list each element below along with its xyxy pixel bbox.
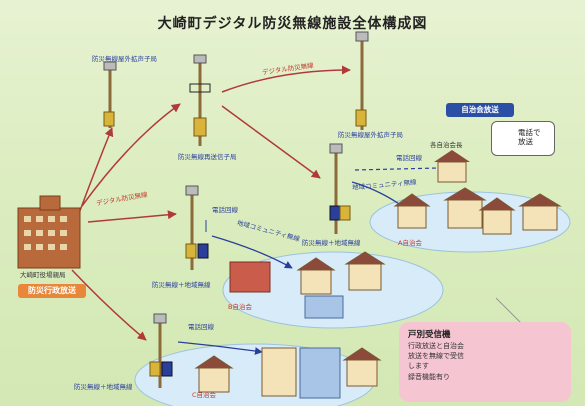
arrow-relay-to-speaker-right <box>221 65 351 93</box>
tower-combo-top <box>329 143 351 234</box>
arrow-relay-to-top-station <box>221 105 321 179</box>
receiver-line-2: 放送を無線で受信 <box>408 352 464 360</box>
tower-speaker-left <box>103 61 117 128</box>
receiver-line-3: します <box>408 362 429 370</box>
tower-combo-mid <box>185 185 209 270</box>
label-assoc-a: A自治会 <box>398 239 422 247</box>
label-combo-station-mid: 防災無線＋地域無線 <box>152 281 211 289</box>
jichi-broadcast-badge: 自治会放送 <box>446 103 514 117</box>
label-phone-broadcast: 電話で 放送 <box>518 128 541 147</box>
label-outdoor-speaker-left: 防災無線屋外拡声子局 <box>92 55 157 63</box>
arrow-to-relay <box>81 103 181 207</box>
receiver-heading: 戸別受信機 <box>408 330 451 340</box>
arrow-community-c <box>177 341 263 355</box>
label-phone-line-bottom: 電話回線 <box>188 323 214 331</box>
arrow-to-mid-station <box>87 210 177 223</box>
assoc-b-ground <box>222 251 444 329</box>
houses-c <box>194 347 382 399</box>
label-town-office: 大崎町役場親局 <box>20 271 66 279</box>
phone-broadcast-callout <box>491 121 555 156</box>
arrow-to-bottom-station <box>71 269 147 341</box>
diagram-title: 大崎町デジタル防災無線施設全体構成図 <box>157 16 428 32</box>
label-combo-station-bottom: 防災無線＋地域無線 <box>74 383 133 391</box>
admin-broadcast-badge: 防災行政放送 <box>18 284 86 298</box>
tower-speaker-right <box>355 31 369 130</box>
label-chief: 各自治会長 <box>430 141 463 149</box>
houses-a <box>393 187 562 235</box>
receiver-line-4: 録音機能有り <box>408 373 450 381</box>
tower-combo-bottom <box>149 313 173 388</box>
chief-house <box>434 150 470 183</box>
arrow-to-speaker-left <box>77 127 114 217</box>
label-outdoor-speaker-right: 防災無線屋外拡声子局 <box>338 131 403 139</box>
label-assoc-c: C自治会 <box>192 391 217 399</box>
houses-b <box>229 251 386 319</box>
label-phone-line-top: 電話回線 <box>396 154 422 162</box>
receiver-info-box <box>399 322 571 402</box>
arrow-community-b <box>211 235 293 269</box>
label-phone-line-mid: 電話回線 <box>212 206 238 214</box>
label-assoc-b: B自治会 <box>228 303 252 311</box>
label-combo-station-top: 防災無線＋地域無線 <box>302 239 361 247</box>
tower-relay <box>189 54 211 146</box>
town-office-building <box>17 195 81 269</box>
phone-line-top-path <box>354 167 439 171</box>
receiver-line-1: 行政放送と自治会 <box>408 342 464 350</box>
label-relay-station: 防災無線再送信子局 <box>178 153 237 161</box>
